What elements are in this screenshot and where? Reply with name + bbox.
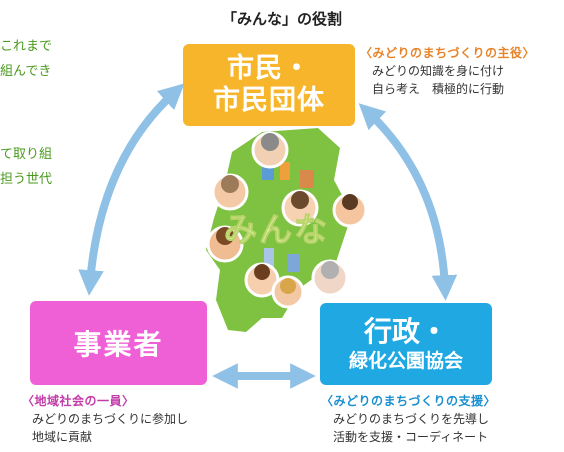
bidirectional-arrow-icon: [358, 103, 458, 301]
side-text-line-4: 担う世代: [0, 172, 53, 187]
side-text-line-1: これまで: [0, 39, 53, 54]
side-text-line-2: 組んでき: [0, 64, 52, 79]
admin-role-text-1: みどりのまちづくりを先導し: [333, 412, 490, 426]
citizens-role-text-2: 自ら考え 積極的に行動: [372, 82, 505, 96]
bidirectional-arrow-icon: [78, 83, 185, 296]
center-label: みんな: [224, 210, 329, 250]
person-face-icon: [206, 131, 368, 309]
admin-role-text-2: 活動を支援・コーディネート: [333, 430, 489, 444]
business-role-heading: 〈地域社会の一員〉: [22, 394, 135, 408]
admin-box-line-2: 緑化公園協会: [348, 350, 463, 372]
citizens-role-heading: 〈みどりのまちづくりの主役〉: [360, 46, 536, 60]
admin-box-line-1: 行政・: [363, 315, 448, 348]
citizens-box: 市民・ 市民団体: [183, 44, 355, 126]
business-box: 事業者: [30, 301, 207, 385]
citizens-role-text-1: みどりの知識を身に付け: [372, 64, 505, 78]
business-role-text-2: 地域に貢献: [32, 430, 93, 444]
citizens-box-line-1: 市民・: [227, 53, 311, 84]
side-text-line-3: て取り組: [0, 147, 53, 162]
citizens-box-line-2: 市民団体: [213, 85, 325, 116]
diagram-title: 「みんな」の役割: [221, 10, 342, 28]
business-box-label: 事業者: [73, 328, 164, 361]
admin-role-heading: 〈みどりのまちづくりの支援〉: [321, 394, 497, 408]
business-role-text-1: みどりのまちづくりに参加し: [32, 412, 189, 426]
admin-box: 行政・ 緑化公園協会: [320, 303, 492, 385]
